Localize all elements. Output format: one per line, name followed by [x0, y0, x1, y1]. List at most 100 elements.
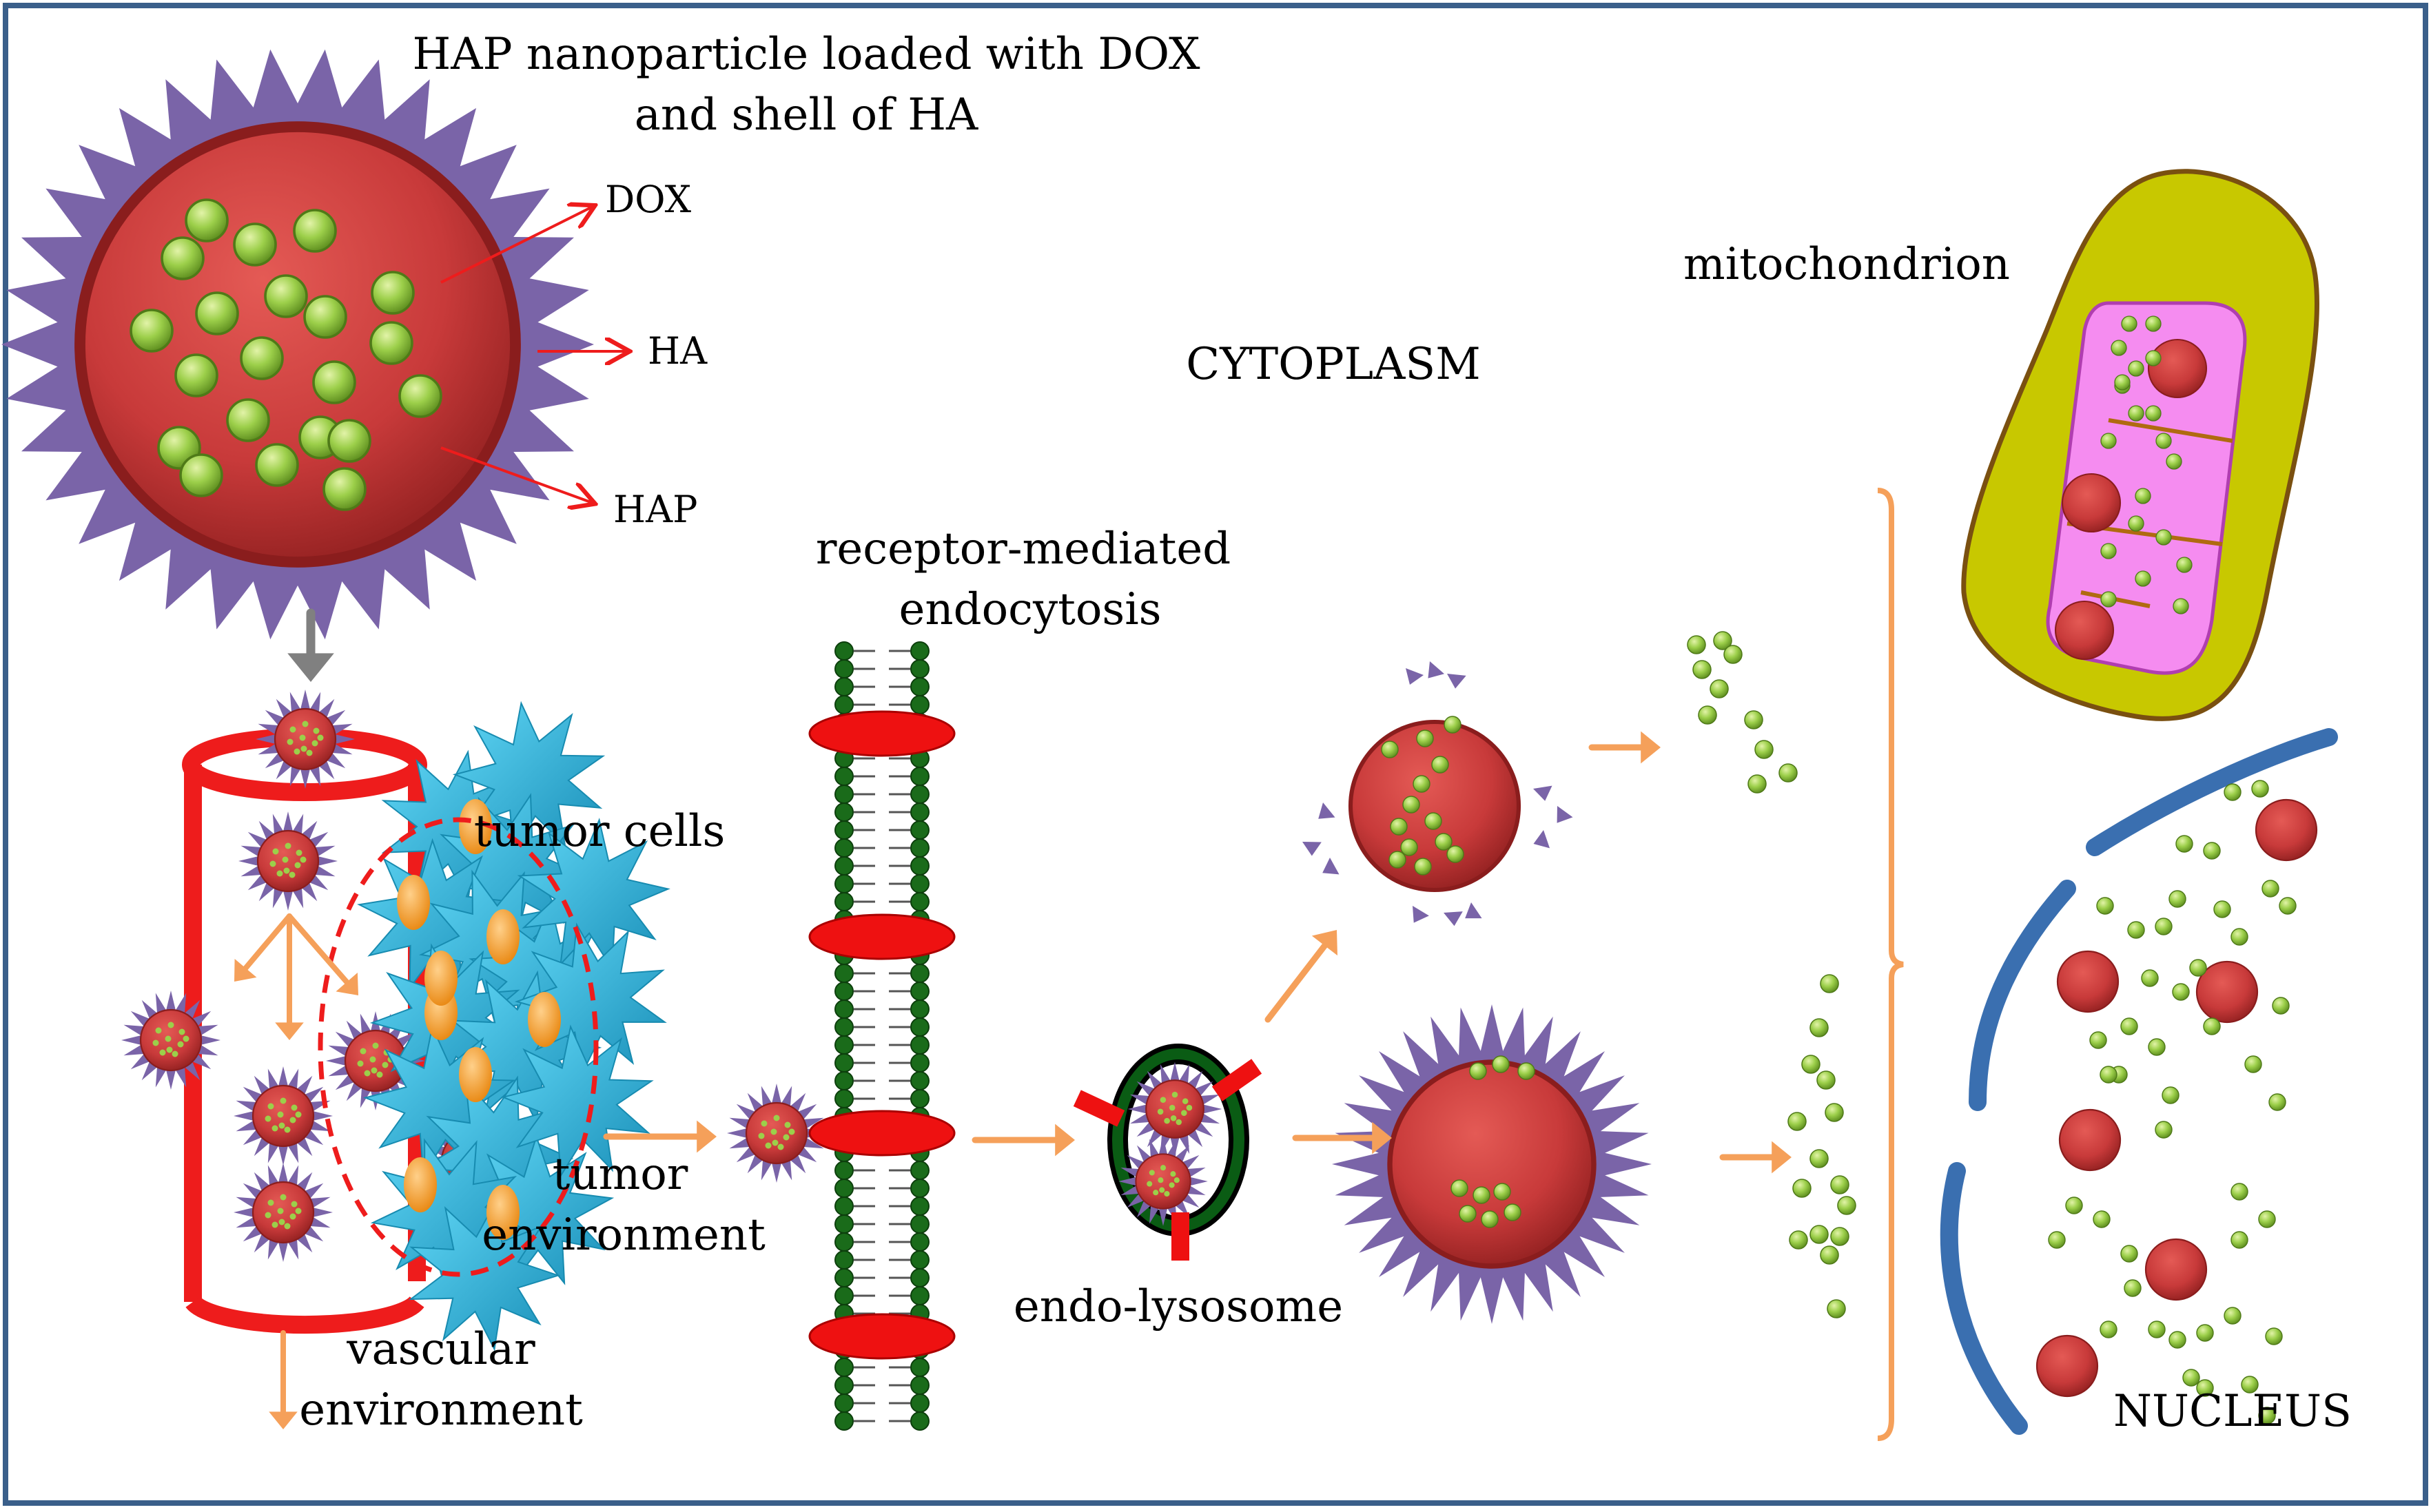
dox-molecule — [1789, 1230, 1808, 1250]
dox-molecule — [161, 236, 205, 280]
dox-molecule — [1744, 710, 1763, 729]
lipid-head — [834, 1358, 854, 1377]
dox-molecule — [2114, 374, 2131, 391]
dox-molecule — [300, 856, 307, 863]
dox-molecule — [1820, 974, 1839, 993]
dox-molecule — [1158, 1177, 1164, 1183]
arrow-head — [336, 973, 358, 995]
membrane-receptor — [808, 1313, 956, 1360]
tumor-cell-nucleus — [459, 1047, 492, 1102]
dox-molecule — [2168, 890, 2186, 908]
lipid-head — [910, 964, 930, 983]
label-vascular-line-2: environment — [299, 1385, 583, 1436]
dox-molecule — [2128, 515, 2144, 532]
dox-molecule — [371, 271, 415, 315]
dox-molecule — [1809, 1149, 1829, 1168]
arrow-release-lower — [1719, 1141, 1792, 1174]
dox-molecule — [2100, 1321, 2117, 1338]
ha-fragment — [1406, 668, 1424, 685]
dox-molecule — [185, 198, 229, 242]
lipid-head — [910, 1394, 930, 1413]
dox-molecule — [1416, 729, 1434, 747]
arrow-to-hap — [440, 446, 593, 503]
dox-molecule — [293, 209, 337, 253]
mitochondrion-organelle — [1961, 169, 2319, 721]
lipid-head — [834, 1053, 854, 1073]
lipid-head — [834, 1250, 854, 1270]
released-hap-particles — [1302, 488, 1904, 1441]
dox-molecule — [280, 1097, 287, 1104]
dox-molecule — [317, 734, 324, 741]
arrow-head — [1055, 1123, 1075, 1157]
dox-molecule — [2176, 557, 2193, 573]
ha-fragment — [1413, 906, 1429, 923]
label-dox: DOX — [605, 178, 692, 221]
dox-molecule — [130, 309, 174, 353]
dox-molecule — [2155, 529, 2172, 546]
ha-fragment — [1322, 858, 1340, 875]
dox-molecule — [783, 1134, 790, 1141]
dox-molecule — [1413, 775, 1430, 793]
dox-molecule — [1687, 635, 1706, 654]
arrow-vessel-down — [275, 913, 304, 1040]
cell-membrane — [808, 641, 956, 1431]
lipid-head — [910, 1017, 930, 1037]
dox-molecule — [1517, 1062, 1535, 1080]
lipid-head — [834, 1017, 854, 1037]
dox-molecule — [1164, 1190, 1170, 1197]
label-nucleus: NUCLEUS — [2113, 1386, 2352, 1437]
lipid-head — [910, 838, 930, 858]
arrow-head — [234, 959, 257, 982]
tumor-cell-nucleus — [424, 951, 458, 1006]
nuclear-envelope-segment — [1940, 1162, 2028, 1435]
lipid-head — [834, 785, 854, 804]
dox-molecule — [306, 749, 313, 756]
dox-molecule — [282, 856, 289, 863]
dox-molecule — [295, 1111, 302, 1118]
hap-core — [2255, 798, 2318, 862]
hap-nanoparticle-small — [238, 811, 338, 911]
dox-molecule — [1473, 1186, 1490, 1204]
arrow-head — [1372, 1121, 1392, 1154]
dox-molecule — [178, 1028, 185, 1035]
lipid-head — [834, 1214, 854, 1234]
hap-nanoparticle-small — [234, 1066, 333, 1166]
dox-molecule — [1809, 1018, 1829, 1037]
lipid-head — [910, 802, 930, 822]
hap-core — [2061, 473, 2122, 533]
nuclear-envelope-segment — [2086, 728, 2338, 856]
ha-fragment — [1465, 902, 1482, 919]
lysosome-receptor — [1073, 1090, 1125, 1127]
label-vascular-line-1: vascular — [346, 1324, 535, 1375]
dox-molecule — [2244, 1055, 2262, 1073]
dox-molecule — [2093, 1210, 2111, 1228]
ha-fragment — [1302, 842, 1322, 856]
dox-molecule — [177, 1041, 184, 1048]
dox-molecule — [2168, 1331, 2186, 1349]
dox-molecule — [311, 740, 318, 747]
arrow-head — [1772, 1141, 1792, 1174]
ha-fragment — [1533, 830, 1550, 849]
dox-molecule — [296, 849, 302, 856]
label-tumor-env-line-2: environment — [482, 1210, 766, 1261]
dox-molecule — [2166, 453, 2182, 470]
lipid-head — [910, 982, 930, 1001]
label-ha: HA — [648, 329, 708, 373]
dox-molecule — [2196, 1324, 2214, 1342]
dox-molecule — [165, 1035, 172, 1042]
membrane-receptor — [808, 913, 956, 960]
dox-molecule — [2096, 897, 2114, 915]
lipid-head — [910, 1411, 930, 1431]
dox-molecule — [2173, 598, 2189, 614]
tumor-cell-nucleus — [404, 1157, 437, 1212]
lipid-head — [834, 1286, 854, 1305]
dox-molecule — [1446, 845, 1464, 863]
dox-molecule — [2182, 1369, 2200, 1387]
dox-molecule — [376, 1071, 383, 1078]
ha-fragment — [1428, 661, 1445, 679]
dox-molecule — [761, 1120, 768, 1127]
dox-molecule — [2268, 1093, 2286, 1111]
dox-molecule — [2230, 1231, 2248, 1249]
lipid-head — [910, 1179, 930, 1198]
lipid-head — [910, 1268, 930, 1287]
